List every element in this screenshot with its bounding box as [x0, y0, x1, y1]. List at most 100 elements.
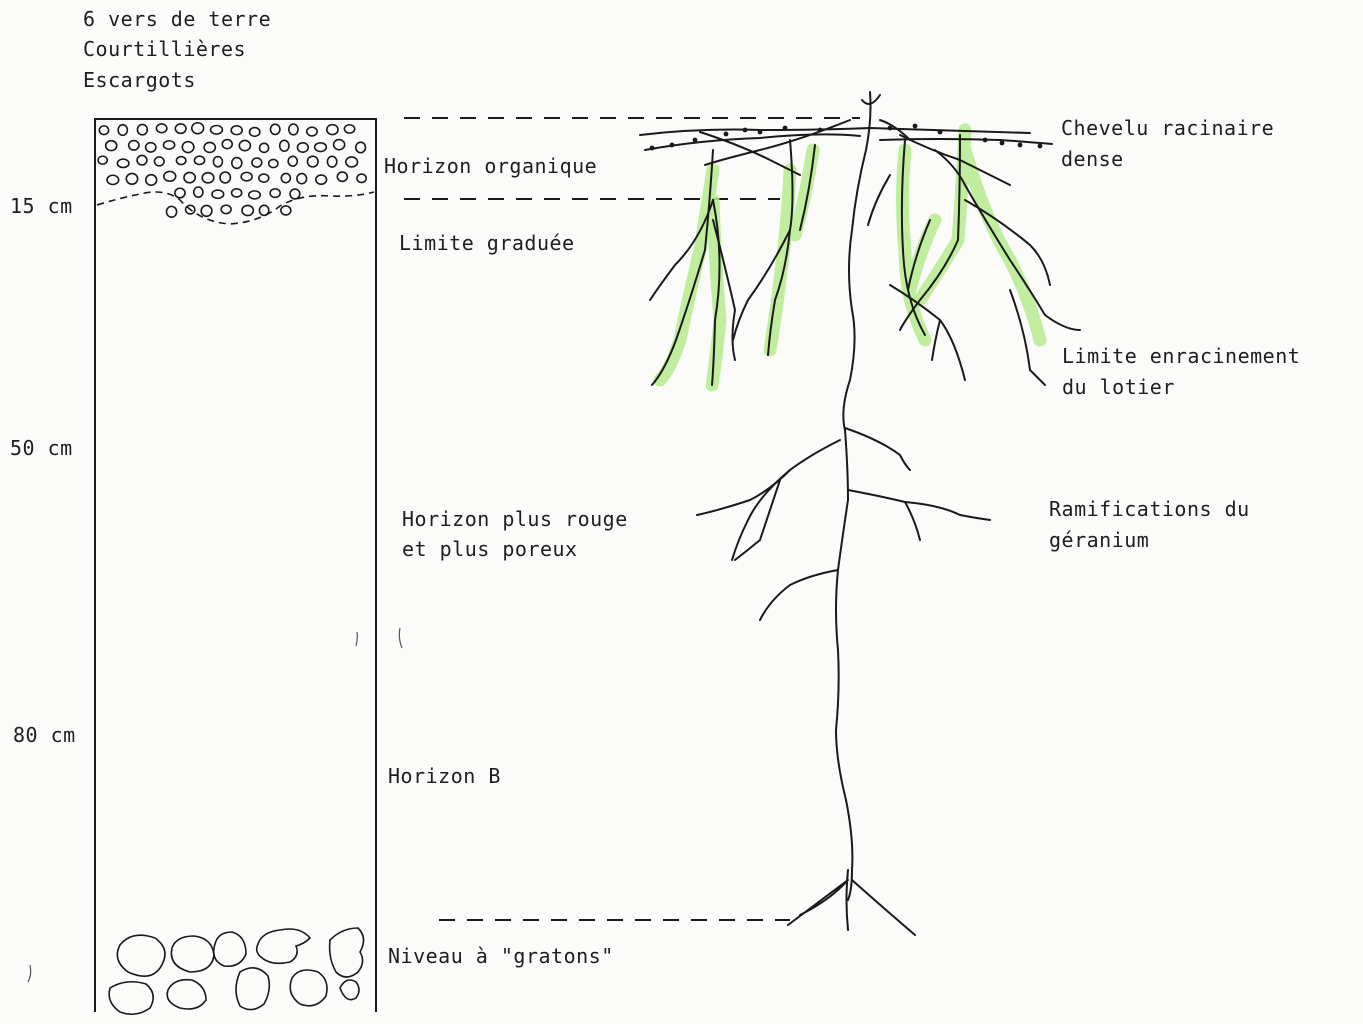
depth-label: 50 cm — [10, 433, 73, 464]
organic-pebble — [260, 143, 269, 152]
organic-pebble — [297, 174, 307, 184]
organic-pebble — [212, 190, 224, 198]
organic-pebble — [252, 158, 262, 167]
root-nodule — [693, 138, 698, 143]
organic-pebble — [184, 172, 195, 182]
organic-pebble — [107, 175, 119, 184]
organic-pebble — [175, 188, 185, 198]
fauna-list-item: 6 vers de terre — [83, 4, 271, 35]
organic-pebble — [192, 123, 204, 134]
root-nodule — [743, 128, 748, 133]
root-nodule — [913, 124, 918, 129]
root-nodule — [983, 138, 988, 143]
organic-pebble — [288, 156, 297, 166]
organic-pebble — [220, 172, 230, 183]
organic-pebble — [334, 140, 345, 150]
organic-pebble — [357, 174, 366, 182]
root-nodule — [818, 128, 823, 133]
root-nodule — [1038, 144, 1043, 149]
organic-pebble — [126, 173, 137, 184]
horizon-label-b: Horizon B — [388, 761, 501, 792]
organic-pebble — [346, 157, 358, 167]
organic-pebble — [344, 125, 354, 133]
organic-pebble — [231, 126, 242, 135]
organic-pebble — [249, 191, 261, 199]
organic-pebble — [98, 156, 107, 164]
chevelu-nodules — [650, 124, 1043, 151]
gravel-stones — [109, 928, 363, 1014]
organic-pebble — [137, 155, 147, 164]
organic-pebble — [281, 206, 291, 215]
organic-pebble — [281, 173, 290, 182]
organic-pebble — [259, 174, 269, 182]
organic-pebble — [307, 156, 318, 167]
organic-pebble — [221, 205, 231, 213]
organic-pebble — [315, 143, 327, 152]
organic-pebble — [146, 143, 156, 152]
organic-horizon-texture — [98, 123, 366, 217]
soil-column — [95, 118, 376, 1012]
root-nodule — [1018, 143, 1023, 148]
organic-pebble — [202, 173, 214, 183]
fauna-list-item: Escargots — [83, 65, 196, 96]
organic-pebble — [137, 124, 147, 134]
organic-pebble — [232, 158, 242, 169]
organic-pebble — [164, 171, 176, 181]
organic-pebble — [242, 205, 253, 215]
organic-pebble — [176, 157, 185, 165]
root-label-geranium: géranium — [1049, 525, 1149, 556]
organic-pebble — [269, 159, 278, 167]
organic-pebble — [270, 124, 279, 134]
root-nodule — [888, 126, 893, 131]
depth-label: 15 cm — [10, 191, 73, 222]
organic-pebble — [327, 156, 336, 167]
taproot — [836, 92, 871, 900]
organic-pebble — [194, 187, 203, 197]
organic-pebble — [182, 142, 194, 153]
root-label-dense: Chevelu racinaire — [1061, 113, 1274, 144]
organic-pebble — [166, 206, 176, 217]
organic-pebble — [222, 140, 232, 149]
organic-pebble — [163, 141, 174, 149]
horizon-label-red-porous: Horizon plus rouge — [402, 504, 628, 535]
organic-pebble — [117, 159, 129, 167]
organic-pebble — [270, 189, 280, 198]
root-nodule — [783, 126, 788, 131]
root-nodule — [724, 132, 729, 137]
stray-marks — [28, 628, 402, 982]
organic-pebble — [204, 142, 215, 152]
organic-pebble — [146, 175, 157, 185]
organic-pebble — [327, 125, 338, 135]
root-system — [640, 92, 1080, 935]
organic-pebble — [154, 157, 164, 166]
root-nodule — [1000, 141, 1005, 146]
organic-pebble — [194, 156, 204, 164]
organic-pebble — [211, 125, 223, 134]
fauna-list-item: Courtillières — [83, 34, 246, 65]
organic-pebble — [239, 140, 250, 150]
organic-pebble — [250, 128, 260, 137]
organic-pebble — [232, 189, 242, 197]
organic-pebble — [297, 143, 308, 152]
organic-pebble — [118, 125, 127, 136]
organic-pebble — [307, 127, 317, 136]
organic-pebble — [289, 124, 298, 135]
root-nodule — [938, 130, 943, 135]
organic-pebble — [241, 172, 252, 181]
organic-pebble — [337, 172, 347, 181]
horizon-label-organic: Horizon organique — [384, 151, 597, 182]
organic-pebble — [356, 142, 366, 152]
organic-pebble — [280, 140, 289, 151]
root-nodule — [650, 146, 655, 151]
organic-pebble — [129, 141, 139, 150]
root-nodule — [758, 130, 763, 135]
depth-label: 80 cm — [13, 720, 76, 751]
organic-pebble — [290, 189, 300, 199]
root-label-dense: dense — [1061, 144, 1124, 175]
horizon-label-red-porous: et plus poreux — [402, 534, 578, 565]
root-label-lotier-limit: du lotier — [1062, 372, 1175, 403]
organic-pebble — [213, 157, 222, 167]
root-nodule — [670, 143, 675, 148]
root-label-lotier-limit: Limite enracinement — [1062, 341, 1300, 372]
organic-pebble — [316, 175, 327, 184]
